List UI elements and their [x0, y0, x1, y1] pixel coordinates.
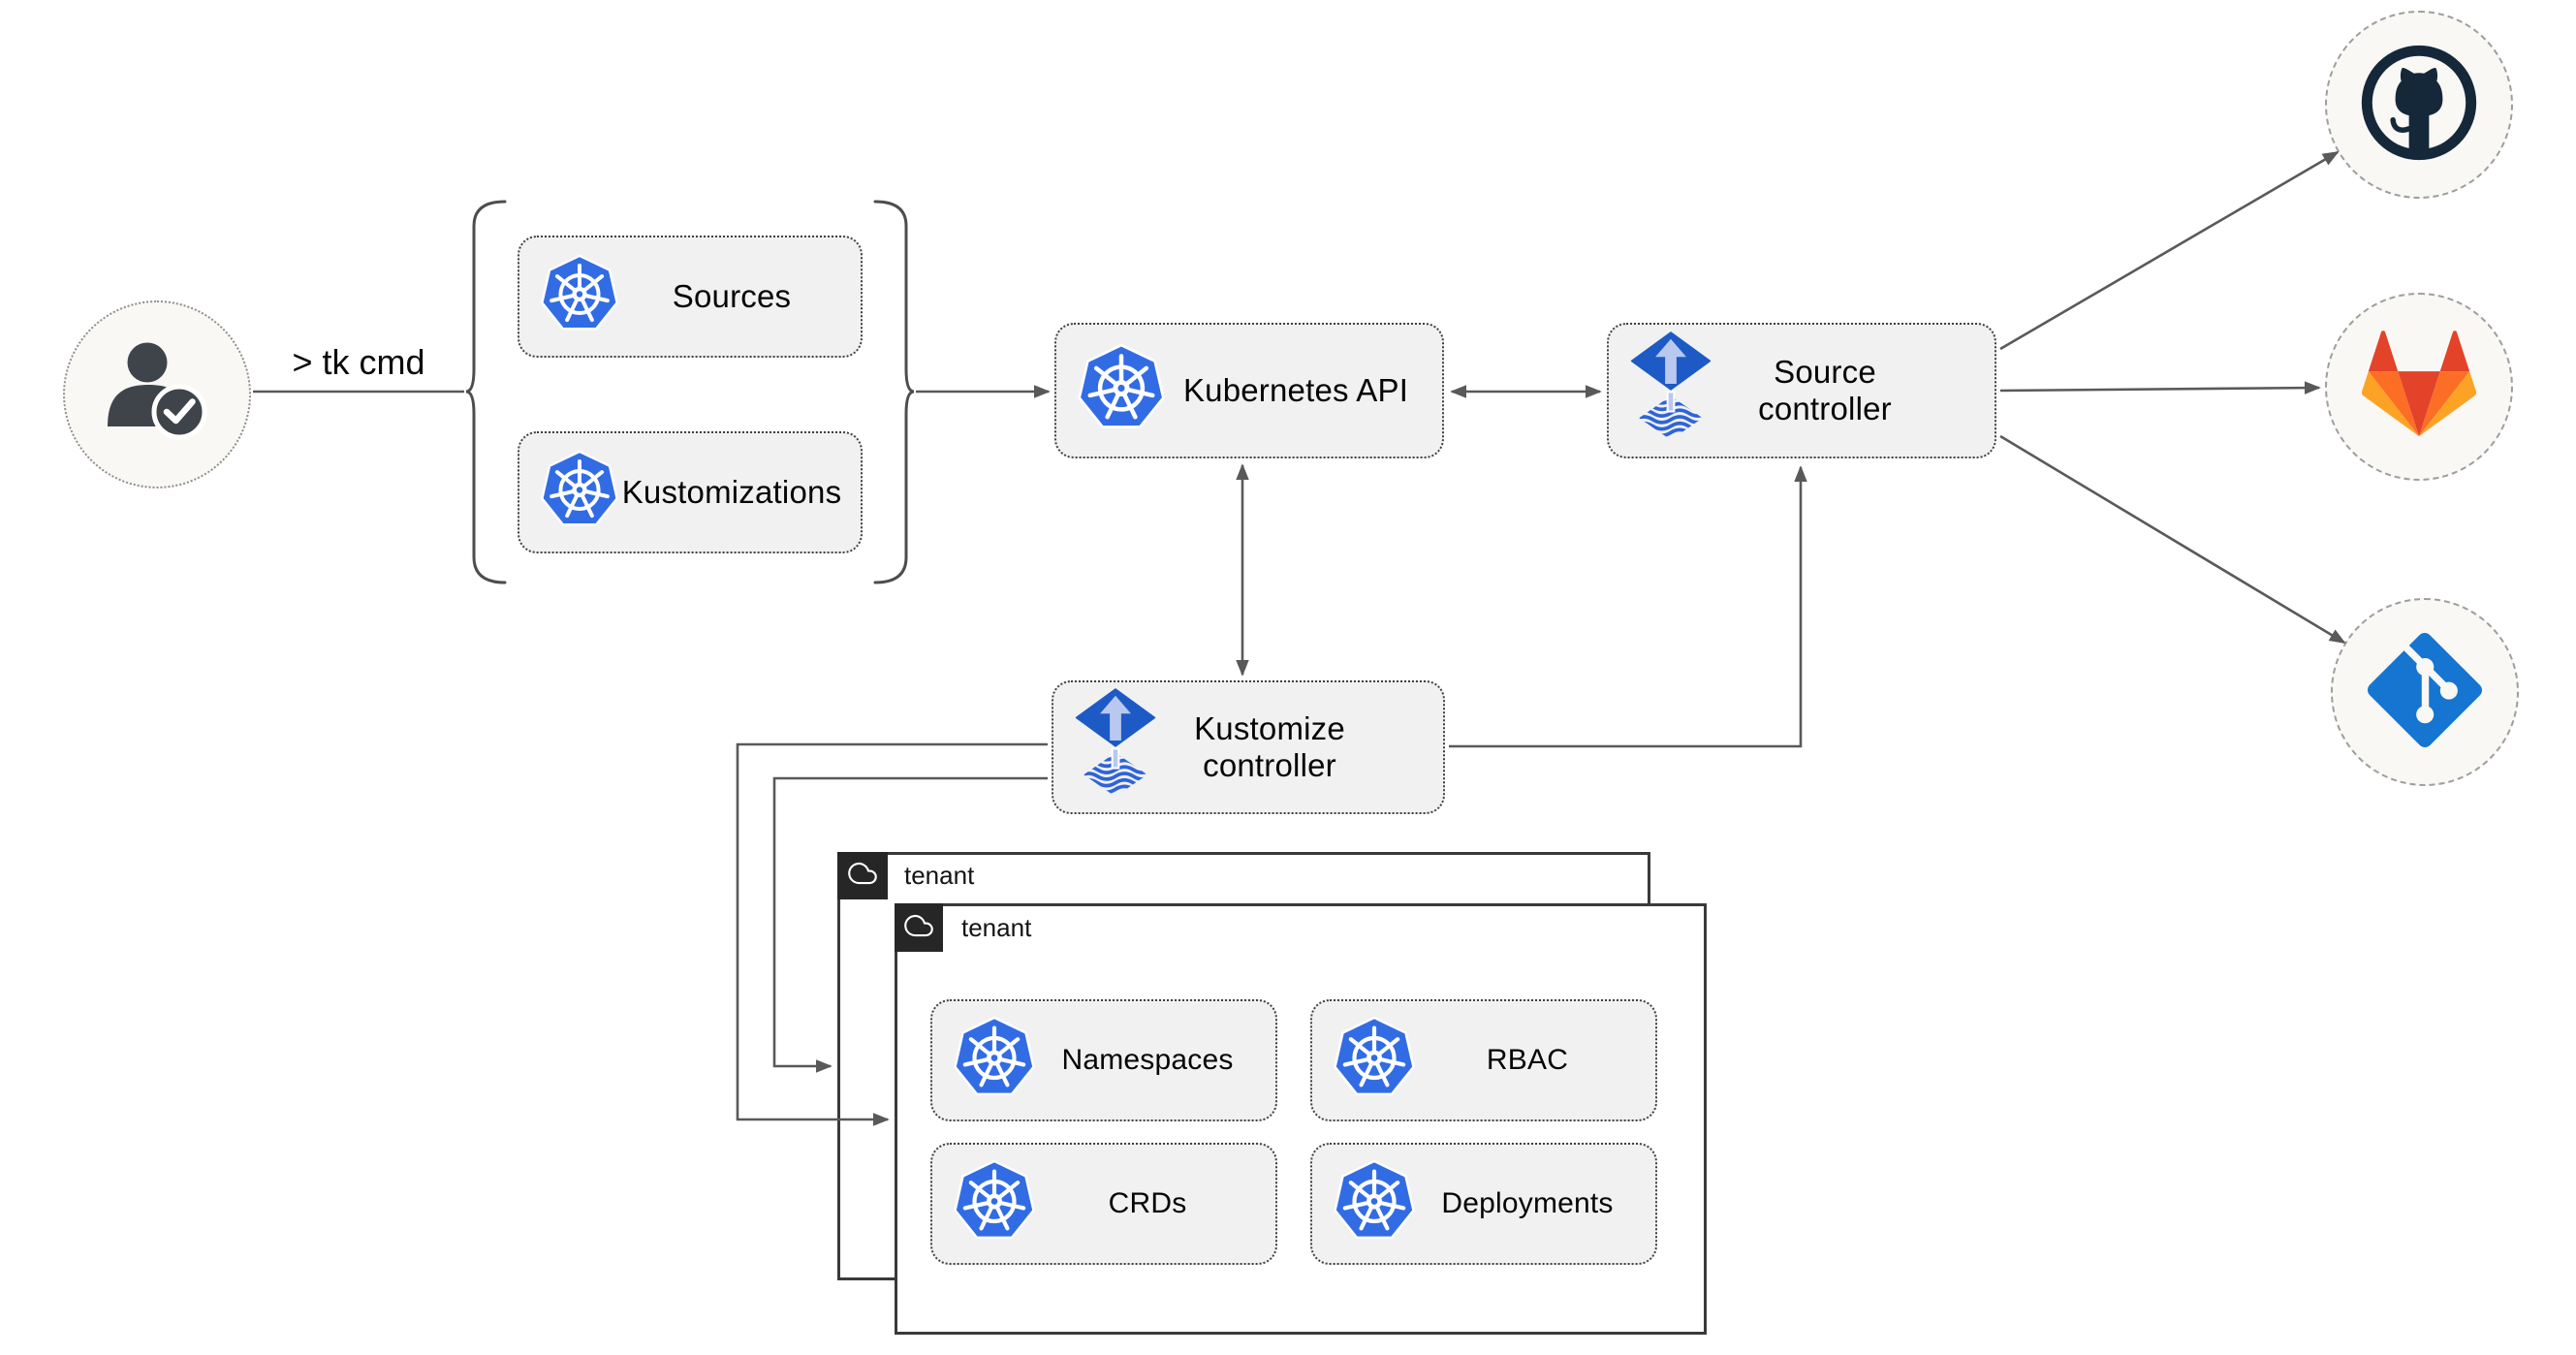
- node-sources: Sources: [518, 236, 863, 358]
- cloud-icon: [847, 859, 878, 893]
- node-source-controller-label: Source controller: [1758, 353, 1892, 426]
- node-namespaces-label: Namespaces: [1061, 1043, 1234, 1076]
- tenant-front-tab: [895, 903, 943, 952]
- tenant-back-label: tenant: [904, 861, 975, 890]
- cli-command-label: > tk cmd: [292, 342, 425, 382]
- edge-source-controller-to-git: [1999, 434, 2346, 645]
- kubernetes-icon: [541, 450, 618, 535]
- node-rbac: RBAC: [1310, 999, 1657, 1121]
- kubernetes-icon: [1334, 1159, 1415, 1248]
- kubernetes-icon: [954, 1016, 1035, 1105]
- git-icon: [2368, 633, 2482, 752]
- node-crds-label: CRDs: [1108, 1186, 1187, 1219]
- repository-gitlab: [2325, 293, 2513, 481]
- node-deployments: Deployments: [1310, 1143, 1657, 1265]
- node-rbac-label: RBAC: [1486, 1043, 1569, 1076]
- user-avatar: [63, 300, 251, 488]
- brace-right: [873, 200, 915, 584]
- edge-kustomize-to-source-controller: [1449, 465, 1807, 748]
- flux-icon: [1075, 688, 1156, 807]
- gitlab-icon: [2362, 330, 2476, 444]
- node-namespaces: Namespaces: [930, 999, 1277, 1121]
- tenant-front-label: tenant: [961, 913, 1032, 942]
- node-source-controller: Source controller: [1607, 323, 1996, 458]
- node-kustomize-controller-label: Kustomize controller: [1194, 709, 1345, 783]
- flux-icon: [1630, 331, 1712, 451]
- edge-source-controller-to-gitlab: [1999, 381, 2321, 394]
- github-icon: [2360, 44, 2478, 167]
- node-crds: CRDs: [930, 1143, 1277, 1265]
- repository-github: [2325, 11, 2513, 199]
- kubernetes-icon: [541, 254, 618, 339]
- kubernetes-icon: [1078, 343, 1165, 438]
- kubernetes-icon: [954, 1159, 1035, 1248]
- tenant-back-tab: [837, 852, 888, 899]
- cloud-icon: [903, 911, 934, 945]
- edge-source-controller-to-github: [1999, 150, 2340, 351]
- node-kubernetes-api-label: Kubernetes API: [1182, 371, 1409, 408]
- node-kubernetes-api: Kubernetes API: [1054, 323, 1444, 458]
- node-kustomizations: Kustomizations: [518, 431, 863, 553]
- node-kustomize-controller: Kustomize controller: [1052, 680, 1445, 814]
- user-check-icon: [65, 302, 249, 487]
- repository-git: [2331, 598, 2519, 786]
- node-sources-label: Sources: [672, 277, 792, 314]
- brace-left: [465, 200, 507, 584]
- node-kustomizations-label: Kustomizations: [621, 473, 842, 510]
- node-deployments-label: Deployments: [1441, 1186, 1614, 1219]
- kubernetes-icon: [1334, 1016, 1415, 1105]
